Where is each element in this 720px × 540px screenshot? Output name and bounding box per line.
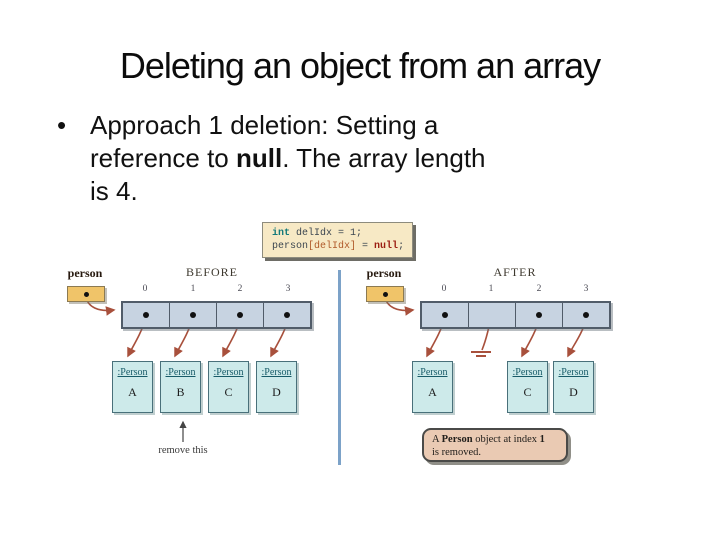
object-name-label: C — [224, 385, 233, 399]
bullet-line-2: reference to null. The array length — [90, 142, 610, 175]
object-name-label: A — [128, 385, 137, 399]
after-index-2: 2 — [536, 284, 542, 294]
code-snippet-box: int delIdx = 1; person[delIdx] = null; — [262, 222, 413, 258]
code-var-person: person — [272, 241, 309, 252]
before-index-2: 2 — [237, 284, 243, 294]
bullet-marker: • — [57, 110, 67, 140]
after-pointer-label: person — [366, 266, 402, 280]
reference-dot — [83, 291, 89, 297]
object-type-label: :Person — [261, 367, 292, 378]
after-array-cell-0 — [422, 303, 468, 327]
reference-dot — [382, 291, 388, 297]
before-pointer-label: person — [67, 266, 103, 280]
bullet-line-3: is 4. — [90, 176, 138, 206]
reference-dot — [237, 312, 243, 318]
after-index-1: 1 — [488, 284, 494, 294]
before-pointer-box — [67, 286, 105, 302]
code-keyword-null: null — [374, 241, 399, 252]
before-index-1: 1 — [190, 284, 196, 294]
after-array — [420, 301, 611, 329]
callout-person-bold: Person — [441, 434, 473, 445]
before-index-0: 0 — [142, 284, 148, 294]
code-semicolon: ; — [398, 241, 405, 252]
object-name-label: A — [428, 385, 437, 399]
object-name-label: C — [523, 385, 532, 399]
before-person-object-d: :Person D — [256, 361, 297, 413]
page-title: Deleting an object from an array — [119, 45, 601, 86]
reference-dot — [442, 312, 448, 318]
code-keyword-int: int — [272, 228, 291, 239]
after-section-label: AFTER — [493, 265, 537, 279]
after-index-3: 3 — [583, 284, 589, 294]
after-person-object-c: :Person C — [507, 361, 548, 413]
code-assign: = — [356, 241, 375, 252]
before-index-3: 3 — [285, 284, 291, 294]
before-person-object-c: :Person C — [208, 361, 249, 413]
reference-dot — [190, 312, 196, 318]
bullet-line-2-pre: reference to — [90, 143, 236, 173]
reference-dot — [143, 312, 149, 318]
before-section-label: BEFORE — [185, 265, 238, 279]
before-array-cell-0 — [123, 303, 169, 327]
null-keyword-emphasis: null — [235, 143, 283, 173]
after-person-object-d: :Person D — [553, 361, 594, 413]
object-type-label: :Person — [512, 367, 543, 378]
object-name-label: D — [569, 385, 578, 399]
after-person-object-a: :Person A — [412, 361, 453, 413]
callout-line-1: A Person object at index 1 — [432, 433, 566, 446]
after-array-cell-3 — [562, 303, 609, 327]
section-divider — [338, 270, 341, 465]
reference-dot — [583, 312, 589, 318]
object-type-label: :Person — [165, 367, 196, 378]
object-type-label: :Person — [417, 367, 448, 378]
callout-line-2: is removed. — [432, 447, 481, 458]
after-array-cell-2 — [515, 303, 562, 327]
after-index-0: 0 — [441, 284, 447, 294]
reference-dot — [536, 312, 542, 318]
object-type-label: :Person — [117, 367, 148, 378]
callout-text: object at index — [472, 434, 540, 445]
object-type-label: :Person — [213, 367, 244, 378]
reference-dot — [284, 312, 290, 318]
callout-text: A — [432, 434, 442, 445]
before-person-object-b: :Person B — [160, 361, 201, 413]
before-array-cell-2 — [216, 303, 263, 327]
remove-this-annotation: remove this — [158, 445, 208, 456]
object-name-label: B — [176, 385, 185, 399]
code-line-1-rest: delIdx = 1; — [290, 228, 363, 239]
after-array-cell-1-null — [468, 303, 515, 327]
before-array-cell-3 — [263, 303, 310, 327]
bullet-line-2-post: . The array length — [282, 143, 486, 173]
code-line-2: person[delIdx] = null; — [272, 240, 412, 253]
code-index-expr: [delIdx] — [308, 241, 357, 252]
before-array-cell-1 — [169, 303, 216, 327]
callout-index-bold: 1 — [539, 434, 545, 445]
after-pointer-box — [366, 286, 404, 302]
before-person-object-a: :Person A — [112, 361, 153, 413]
bullet-line-1: Approach 1 deletion: Setting a — [90, 110, 439, 140]
bullet-text: Approach 1 deletion: Setting a reference… — [90, 109, 610, 208]
object-name-label: D — [272, 385, 281, 399]
object-type-label: :Person — [558, 367, 589, 378]
code-line-1: int delIdx = 1; — [272, 227, 412, 240]
before-array — [121, 301, 312, 329]
removal-callout: A Person object at index 1 is removed. — [422, 428, 568, 462]
